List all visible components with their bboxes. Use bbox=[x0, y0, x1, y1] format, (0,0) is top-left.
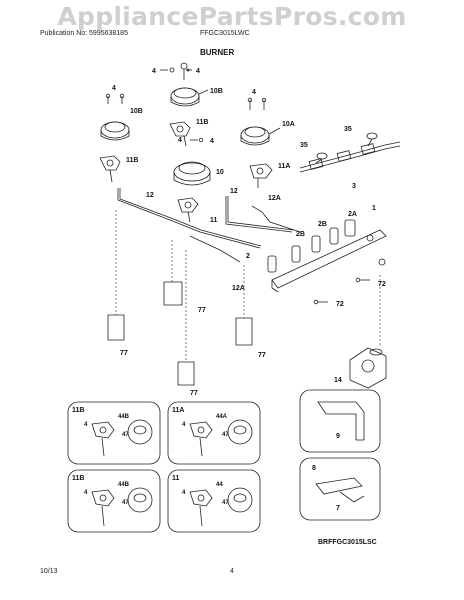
gas-tubes-12 bbox=[117, 188, 301, 263]
burner-10b-left bbox=[100, 121, 130, 141]
callout-9: 9 bbox=[336, 433, 340, 440]
callout-12a: 12A bbox=[232, 285, 245, 292]
callout-12: 12 bbox=[230, 188, 238, 195]
detail-box-part: 44B bbox=[118, 414, 130, 420]
callout-77: 77 bbox=[190, 390, 198, 397]
model-number: FFGC3015LWC bbox=[200, 30, 250, 37]
callout-72: 72 bbox=[378, 281, 386, 288]
callout-11b: 11B bbox=[196, 119, 208, 126]
detail-box-cap: 47 bbox=[222, 500, 229, 506]
detail-box-screw: 4 bbox=[182, 422, 186, 428]
detail-box-screw: 4 bbox=[84, 490, 88, 496]
callout-12a: 12A bbox=[268, 195, 281, 202]
brackets-77 bbox=[107, 281, 253, 386]
callout-77: 77 bbox=[198, 307, 206, 314]
section-title: BURNER bbox=[200, 48, 235, 57]
site-watermark: AppliancePartsPros.com bbox=[57, 2, 407, 31]
publication-number: Publication No: 5995638185 bbox=[40, 30, 128, 37]
callout-2b: 2B bbox=[318, 221, 327, 228]
callout-10b: 10B bbox=[210, 88, 223, 95]
callout-11a: 11A bbox=[278, 163, 290, 170]
manifold-1 bbox=[271, 229, 387, 293]
footer-page-number: 4 bbox=[230, 568, 234, 575]
callout-35: 35 bbox=[300, 142, 308, 149]
detail-box-title: 11 bbox=[172, 475, 180, 482]
part-7-8 bbox=[299, 457, 381, 521]
callout-4: 4 bbox=[152, 68, 156, 75]
callout-4: 4 bbox=[178, 137, 182, 144]
callout-4: 4 bbox=[252, 89, 256, 96]
detail-box-part: 44B bbox=[118, 482, 130, 488]
callout-11: 11 bbox=[210, 217, 218, 224]
detail-box-title: 11A bbox=[172, 407, 184, 414]
detail-box-cap: 47 bbox=[222, 432, 229, 438]
callout-1: 1 bbox=[372, 205, 376, 212]
detail-box-cap: 47 bbox=[122, 432, 129, 438]
callout-10: 10 bbox=[216, 169, 224, 176]
callout-2b: 2B bbox=[296, 231, 305, 238]
part-9 bbox=[299, 389, 381, 453]
callout-8: 8 bbox=[312, 465, 316, 472]
callout-12: 12 bbox=[146, 192, 154, 199]
callout-35: 35 bbox=[344, 126, 352, 133]
detail-box-part: 44A bbox=[216, 414, 228, 420]
callout-11b: 11B bbox=[126, 157, 138, 164]
detail-boxes bbox=[67, 401, 261, 533]
burner-10b-top bbox=[170, 87, 209, 107]
top-screws bbox=[160, 62, 192, 80]
callout-77: 77 bbox=[120, 350, 128, 357]
detail-box-screw: 4 bbox=[182, 490, 186, 496]
bracket-11a bbox=[249, 163, 273, 188]
guide-lines bbox=[115, 210, 381, 362]
burner-10 bbox=[173, 161, 211, 186]
callout-2a: 2A bbox=[348, 211, 357, 218]
valves-2 bbox=[267, 219, 356, 273]
detail-box-screw: 4 bbox=[84, 422, 88, 428]
regulator-14 bbox=[349, 347, 387, 389]
callout-4: 4 bbox=[112, 85, 116, 92]
callout-3: 3 bbox=[352, 183, 356, 190]
screws-right bbox=[190, 97, 267, 143]
burner-10a bbox=[240, 126, 281, 146]
callout-4: 4 bbox=[210, 138, 214, 145]
detail-box-cap: 47 bbox=[122, 500, 129, 506]
callout-4: 4 bbox=[196, 68, 200, 75]
diagram-code: BRFFGC3015LSC bbox=[318, 539, 377, 546]
callout-7: 7 bbox=[336, 505, 340, 512]
bracket-11b-left bbox=[99, 155, 121, 183]
callout-2: 2 bbox=[246, 253, 250, 260]
callout-10a: 10A bbox=[282, 121, 295, 128]
callout-77: 77 bbox=[258, 352, 266, 359]
callout-72: 72 bbox=[336, 301, 344, 308]
callout-14: 14 bbox=[334, 377, 342, 384]
callout-10b: 10B bbox=[130, 108, 143, 115]
bracket-11b-upper bbox=[169, 121, 191, 147]
screws-72 bbox=[313, 277, 370, 305]
footer-date: 10/13 bbox=[40, 568, 58, 575]
detail-box-title: 11B bbox=[72, 475, 84, 482]
ignition-harness-3 bbox=[299, 132, 401, 173]
screws-left bbox=[105, 93, 125, 104]
detail-box-part: 44 bbox=[216, 482, 223, 488]
detail-box-title: 11B bbox=[72, 407, 84, 414]
bracket-11 bbox=[177, 197, 199, 223]
